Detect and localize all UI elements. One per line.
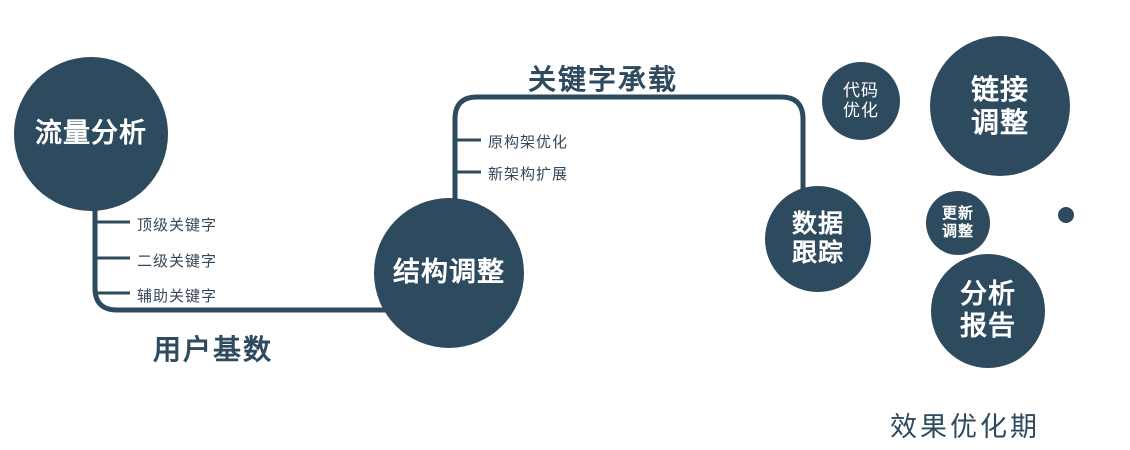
- node-link-adjustment-label: 链接 调整: [970, 73, 1029, 138]
- node-code-optimization-label: 代码 优化: [843, 80, 879, 120]
- node-update-adjustment: 更新 调整: [926, 191, 990, 255]
- branch-label-new-architecture: 新架构扩展: [488, 166, 569, 183]
- edge-label-user-base: 用户基数: [153, 334, 274, 365]
- node-update-adjustment-label: 更新 调整: [941, 205, 974, 240]
- edge-label-keyword-carrying: 关键字承载: [528, 64, 679, 95]
- branch-label-second-keywords: 二级关键字: [137, 253, 218, 270]
- node-traffic-analysis: 流量分析: [14, 57, 168, 211]
- node-analysis-report-label: 分析 报告: [960, 279, 1016, 341]
- node-link-adjustment: 链接 调整: [930, 36, 1070, 176]
- branch-label-original-architecture: 原构架优化: [488, 134, 569, 151]
- node-analysis-report: 分析 报告: [931, 254, 1045, 368]
- node-structure-adjustment-label: 结构调整: [393, 257, 505, 288]
- node-data-tracking: 数据 跟踪: [765, 186, 871, 292]
- branch-label-auxiliary-keywords: 辅助关键字: [137, 288, 218, 305]
- node-code-optimization: 代码 优化: [822, 62, 900, 140]
- branch-label-top-keywords: 顶级关键字: [137, 217, 218, 234]
- node-structure-adjustment: 结构调整: [374, 198, 524, 348]
- node-data-tracking-label: 数据 跟踪: [791, 209, 844, 268]
- footer-phase-label: 效果优化期: [890, 412, 1040, 442]
- node-traffic-analysis-label: 流量分析: [35, 118, 147, 149]
- bullet-dot-icon: [1058, 207, 1074, 223]
